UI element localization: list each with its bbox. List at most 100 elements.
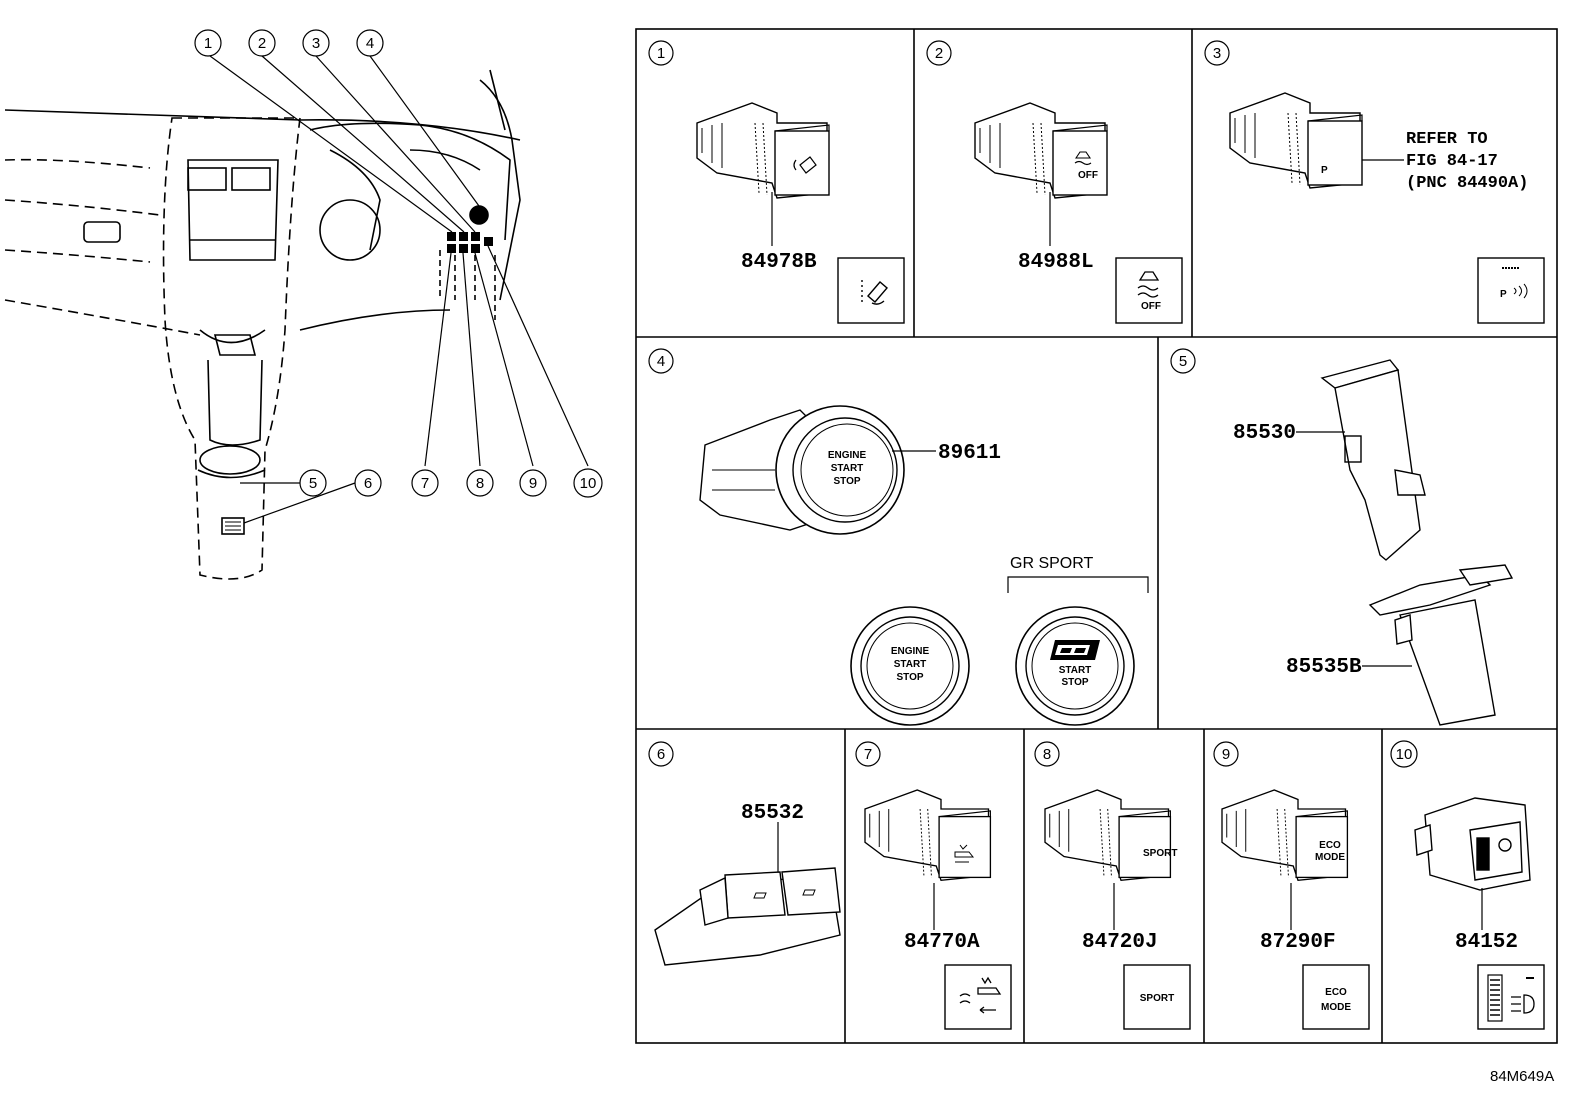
icon-box-1 [837, 257, 905, 324]
panel-10-number [1390, 740, 1418, 768]
socket-85535B [1368, 564, 1514, 726]
engine-label: ENGINE [828, 450, 867, 461]
gr-sport-label: GR SPORT [1010, 555, 1094, 572]
panel-9-number [1213, 741, 1239, 767]
panel-9-num-label: 9 [1222, 746, 1230, 763]
callout-1-label: 1 [204, 35, 212, 52]
socket-85530 [1320, 359, 1426, 561]
icon-box-9 [1302, 964, 1370, 1030]
part-87290F: 87290F [1260, 931, 1336, 954]
traction-control-off-icon-enlarged [1137, 271, 1160, 298]
callout-2-label: 2 [258, 35, 266, 52]
panel-7-number [855, 741, 881, 767]
gr-sport-start-button: START STOP [1015, 606, 1135, 726]
panel-8-number [1034, 741, 1060, 767]
panel-4-number [648, 348, 674, 374]
dual-switch-85532 [654, 867, 841, 966]
start-label: START [831, 463, 864, 474]
switch-84770A [864, 789, 992, 881]
diagram-code: 84M649A [1490, 1068, 1554, 1085]
callout-9-label: 9 [529, 475, 537, 492]
panel-1-num-label: 1 [657, 45, 665, 62]
icon-box-2 [1115, 257, 1183, 324]
part-85535B: 85535B [1286, 656, 1362, 679]
switch-84988L [974, 102, 1108, 199]
panel-7-num-label: 7 [864, 746, 872, 763]
callout-4-label: 4 [366, 35, 374, 52]
switch-parking-sensor [1229, 92, 1363, 189]
traction-control-off-icon [1074, 151, 1092, 166]
icon-box-10 [1477, 964, 1545, 1030]
tc-off-label: OFF [1141, 301, 1161, 312]
refer-line-3: (PNC 84490A) [1406, 174, 1528, 193]
callout-4 [356, 29, 384, 57]
panel-2-num-label: 2 [935, 45, 943, 62]
engine-start-button-front: ENGINE START STOP [850, 606, 970, 726]
part-85530: 85530 [1233, 422, 1296, 445]
panel-8-num-label: 8 [1043, 746, 1051, 763]
panel-3-num-label: 3 [1213, 45, 1221, 62]
front-start-label: START [894, 659, 927, 670]
callout-7-label: 7 [421, 475, 429, 492]
front-stop-label: STOP [896, 672, 923, 683]
switch-84978B [696, 102, 830, 199]
panel-1-number [648, 40, 674, 66]
panel-4-num-label: 4 [657, 353, 665, 370]
panel-3-number [1204, 40, 1230, 66]
dual-switch-right-icon [802, 889, 816, 896]
front-engine-label: ENGINE [891, 646, 930, 657]
part-89611: 89611 [938, 442, 1001, 465]
icon-box-3 [1477, 257, 1545, 324]
panel-2-number [926, 40, 952, 66]
part-84770A: 84770A [904, 931, 980, 954]
panel-10-num-label: 10 [1396, 746, 1413, 763]
callout-5-label: 5 [309, 475, 317, 492]
sport-small-label: SPORT [1143, 848, 1177, 859]
slip-indicator-off-icon [793, 156, 817, 174]
callout-9 [519, 469, 547, 497]
switch-87290F [1221, 789, 1349, 881]
dual-switch-left-icon [753, 892, 767, 899]
switch-cluster [447, 232, 493, 253]
refer-line-2: FIG 84-17 [1406, 152, 1498, 171]
callout-7 [411, 469, 439, 497]
stop-label: STOP [833, 476, 860, 487]
parking-icon-small-text: P [1321, 165, 1328, 176]
part-84978B: 84978B [741, 251, 817, 274]
callout-leaders [209, 55, 589, 524]
callout-10-label: 10 [580, 475, 597, 492]
part-84720J: 84720J [1082, 931, 1158, 954]
mode-small-label: MODE [1315, 852, 1345, 863]
sport-label: SPORT [1140, 993, 1174, 1004]
part-84988L: 84988L [1018, 251, 1094, 274]
callout-6-label: 6 [364, 475, 372, 492]
callout-8 [466, 469, 494, 497]
callout-10 [573, 468, 603, 498]
tc-off-small-label: OFF [1078, 170, 1098, 181]
callout-5 [299, 469, 327, 497]
panel-6-number [648, 741, 674, 767]
parts-grid [635, 28, 1558, 1044]
eco-label: ECO [1325, 987, 1347, 998]
refer-line-1: REFER TO [1406, 130, 1488, 149]
eco-small-label: ECO [1319, 840, 1341, 851]
switch-84720J [1044, 789, 1172, 881]
icon-box-8 [1123, 964, 1191, 1030]
overview-callouts [194, 29, 603, 498]
part-84152: 84152 [1455, 931, 1518, 954]
callout-8-label: 8 [476, 475, 484, 492]
gr-start-label: START [1059, 665, 1092, 676]
panel-5-num-label: 5 [1179, 353, 1187, 370]
gr-stop-label: STOP [1061, 677, 1088, 688]
dashboard-overview [4, 69, 521, 580]
engine-start-button-89611: ENGINE START STOP [699, 405, 905, 535]
panel-5-number [1170, 348, 1196, 374]
icon-box-7 [944, 964, 1012, 1030]
callout-2 [248, 29, 276, 57]
panel-6-num-label: 6 [657, 746, 665, 763]
parking-sensor-icon: P [1500, 289, 1507, 300]
slip-indicator-off-icon-enlarged [861, 280, 888, 305]
headlamp-leveling-switch-84152 [1414, 797, 1531, 891]
pre-collision-icon [959, 976, 1002, 1014]
